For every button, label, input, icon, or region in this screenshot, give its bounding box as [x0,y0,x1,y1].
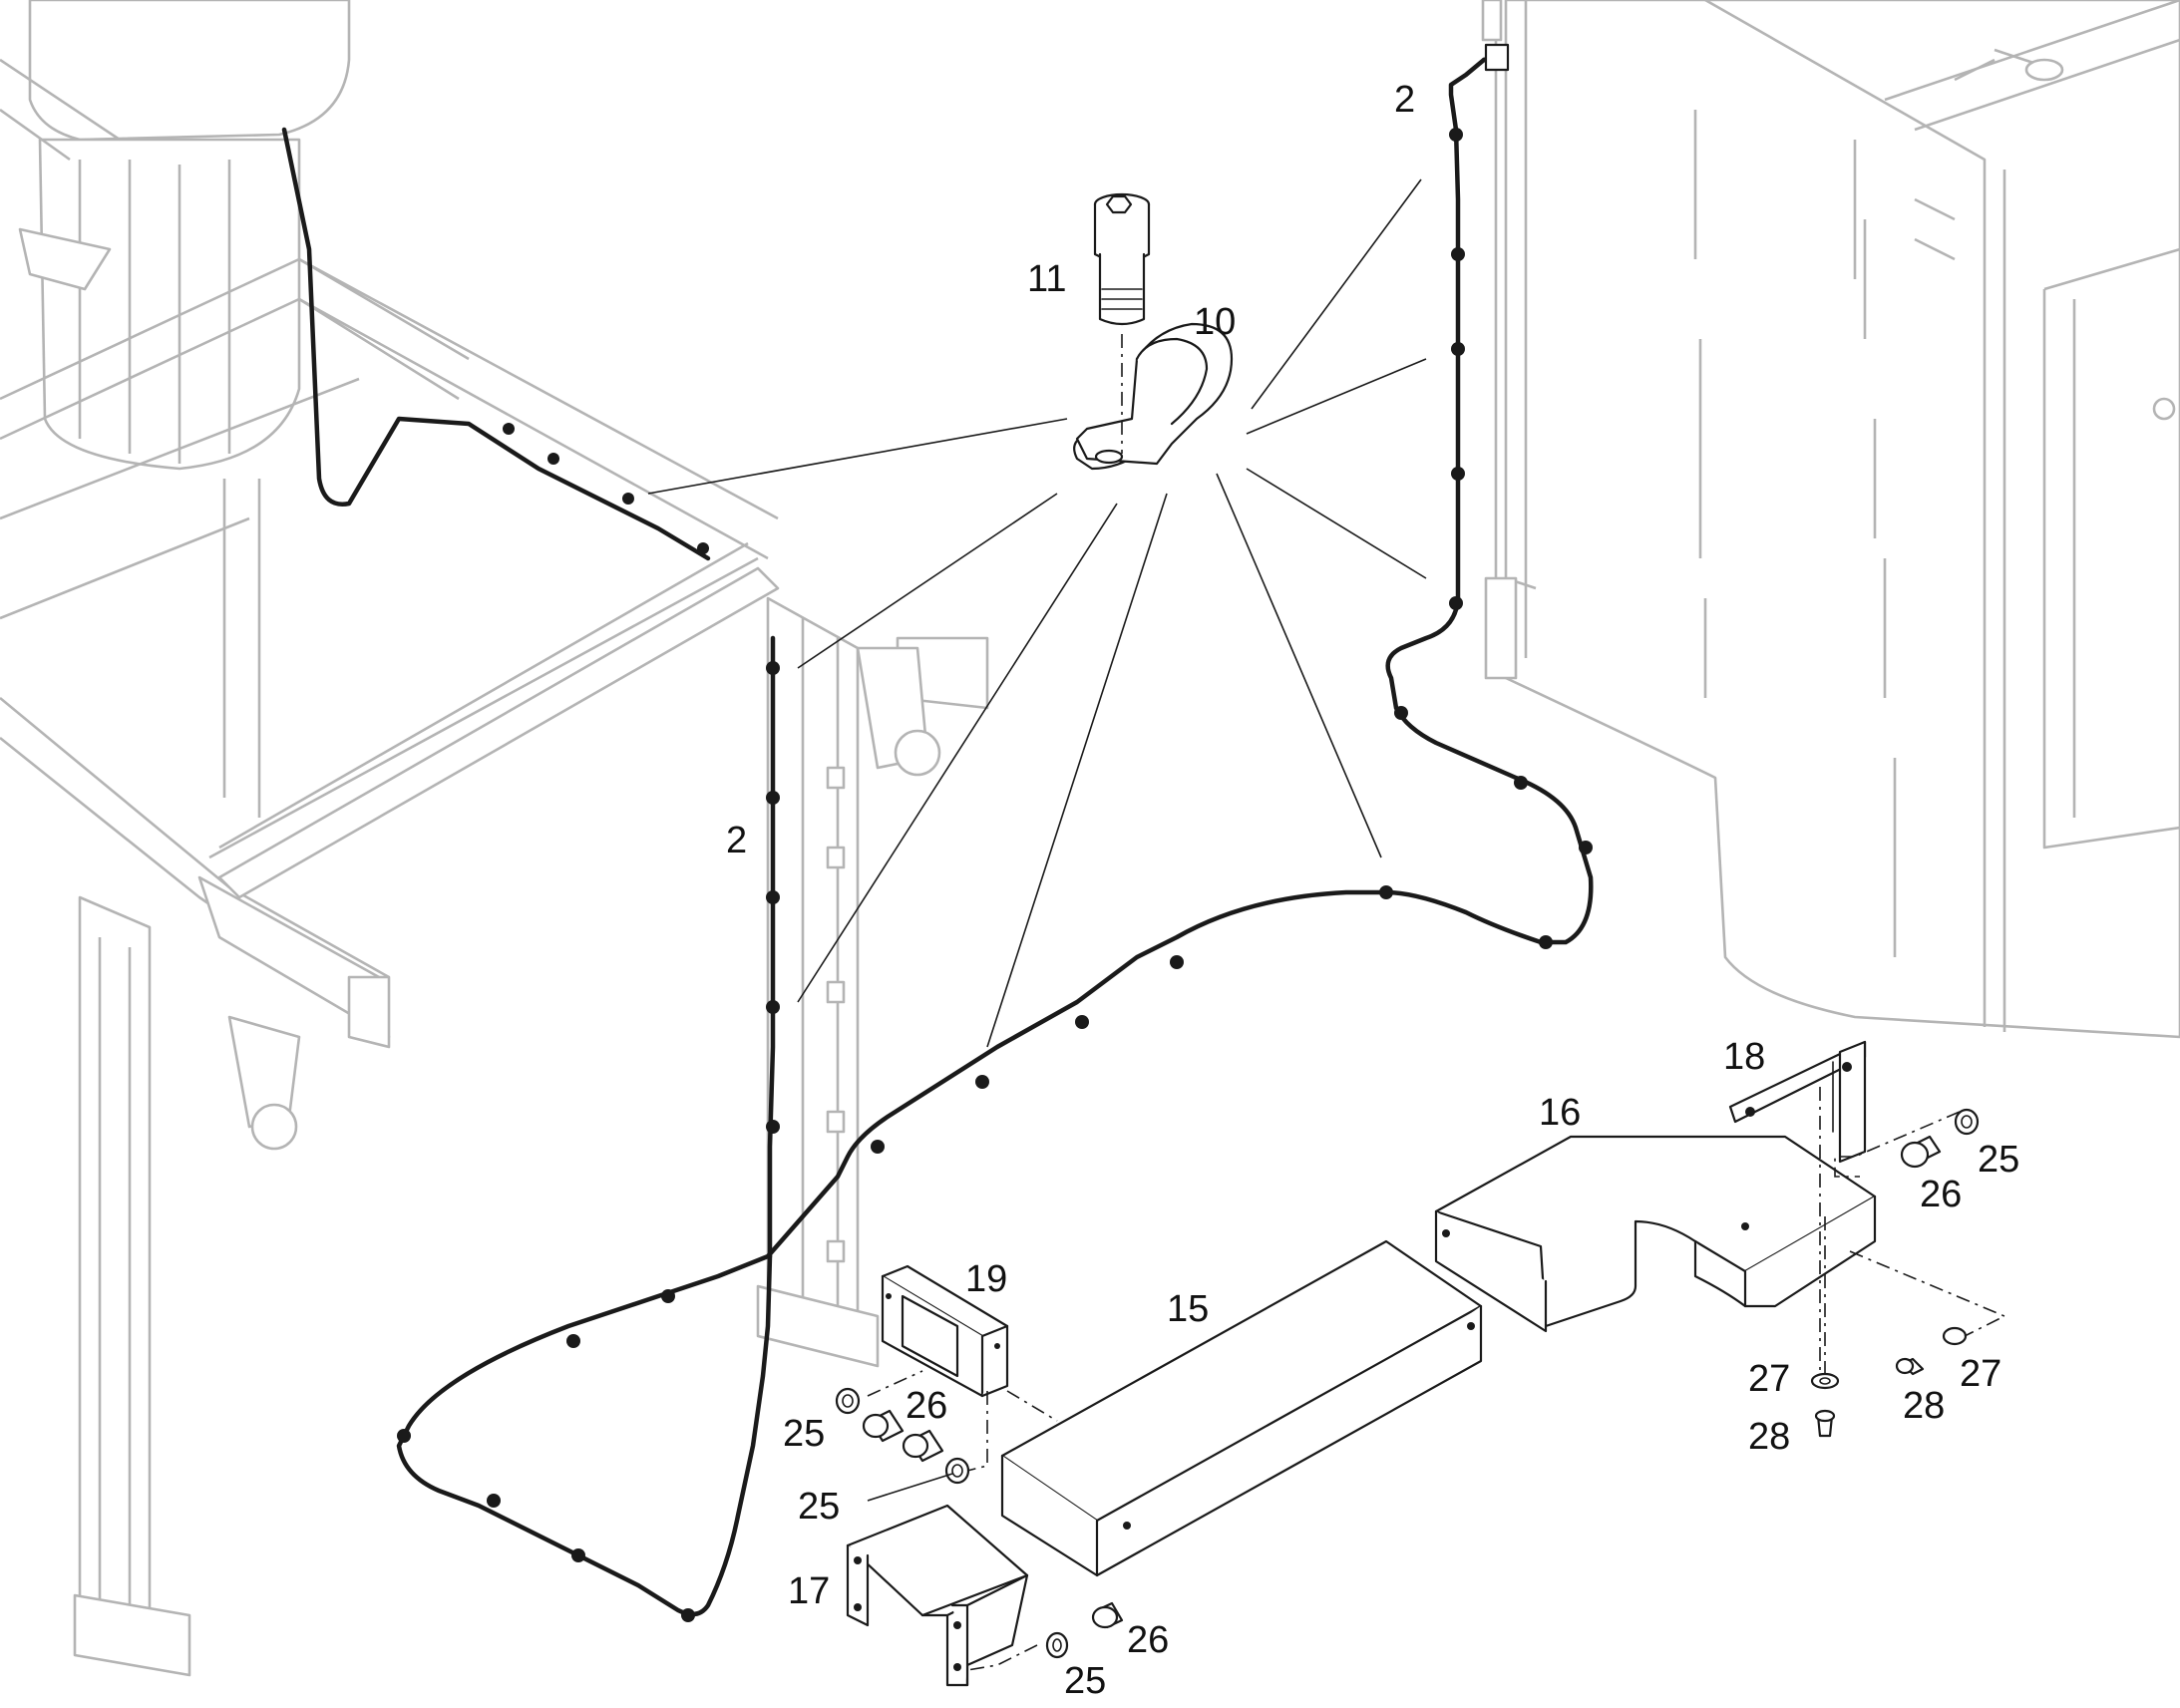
fasteners [835,1108,1980,1659]
callout-washer-27-a: 27 [1748,1358,1790,1400]
callout-bolt-26-right: 26 [1920,1174,1962,1215]
right-cabinet-frame [1481,0,2180,1039]
cover-15 [1000,1239,1483,1577]
callout-screw-28-a: 28 [1748,1416,1790,1458]
clamp-10 [1073,322,1234,471]
callout-washer-27-b: 27 [1960,1353,2001,1395]
bolt-11 [1093,192,1151,326]
plate-19 [881,1264,1009,1398]
callout-nut-25-bottom: 25 [1064,1660,1106,1702]
callout-nut-25-left-b: 25 [798,1486,840,1528]
callout-clamp-10: 10 [1194,301,1236,343]
wire-harness-cable [396,57,1594,1617]
wire-harness [396,43,1594,1622]
callout-bracket-18: 18 [1723,1036,1765,1078]
callout-plate-19: 19 [965,1258,1007,1300]
callout-bolt-11: 11 [1027,258,1066,300]
left-machine-frame [0,0,989,1677]
callout-wire-top: 2 [1394,79,1415,121]
bracket-18 [1728,1040,1867,1164]
callout-wire-left: 2 [726,820,747,861]
bracket-17 [846,1504,1029,1687]
assembly-axis-lines [867,1087,2006,1671]
cover-16 [1434,1135,1877,1333]
callout-cover-16: 16 [1539,1092,1581,1134]
callout-bolt-26-bottom: 26 [1127,1619,1169,1661]
callout-nut-25-right: 25 [1978,1139,2019,1181]
callout-screw-28-b: 28 [1903,1385,1945,1427]
callout-cover-15: 15 [1167,1288,1209,1330]
wire-clips [397,128,1593,1622]
callout-nut-25-left-a: 25 [783,1413,825,1455]
clamp-leader-lines [647,178,1427,1048]
callout-bracket-17: 17 [788,1570,830,1612]
callout-bolt-26-left: 26 [906,1385,947,1427]
callout-labels: 2 2 11 10 18 16 25 26 19 15 25 26 25 17 … [726,79,2019,1702]
